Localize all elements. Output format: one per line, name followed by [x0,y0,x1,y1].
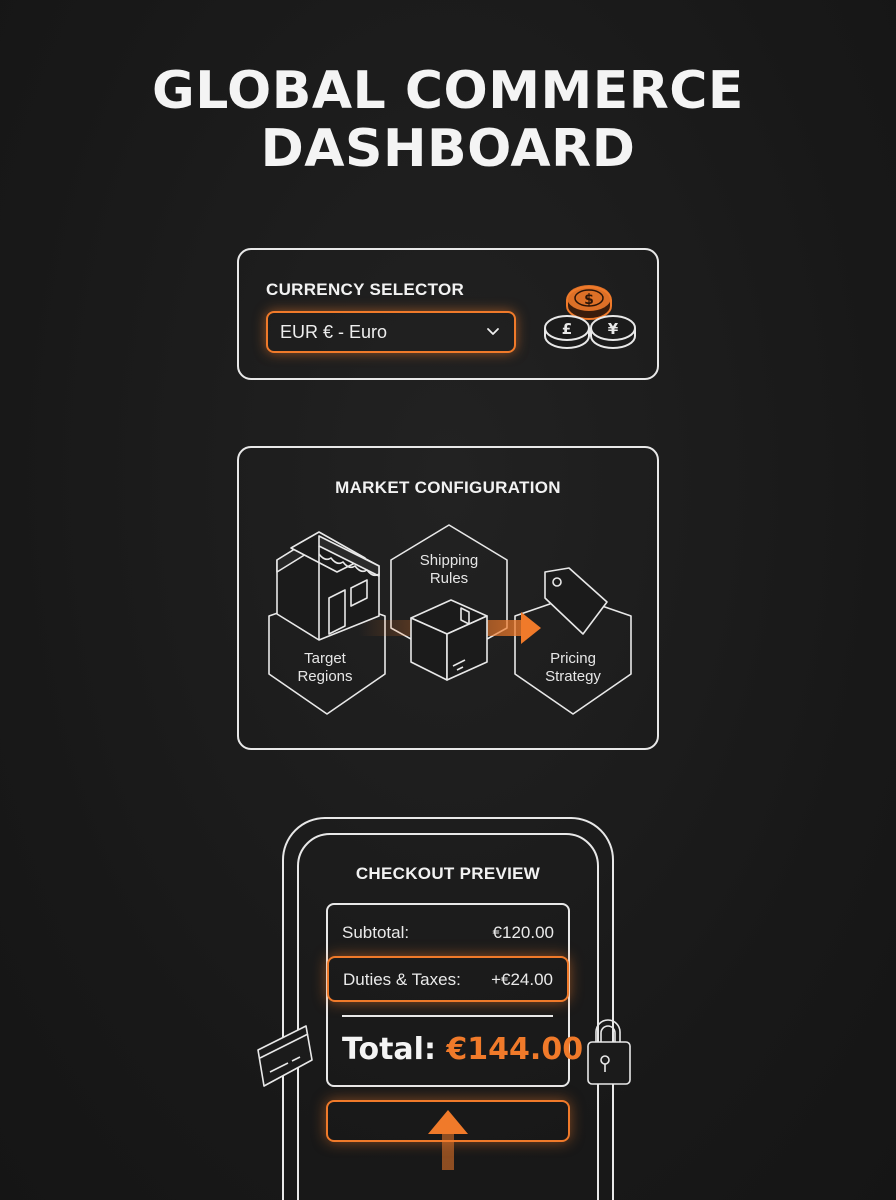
currency-selector-panel: CURRENCY SELECTOR EUR € - Euro $ £ ¥ [237,248,659,380]
market-configuration-label: MARKET CONFIGURATION [335,478,561,497]
duties-taxes-value: +€24.00 [491,970,553,989]
credit-card-icon [257,1025,313,1087]
currency-selected-value: EUR € - Euro [280,321,388,342]
svg-text:¥: ¥ [608,320,619,338]
total-label: Total: [342,1032,436,1067]
page-title: GLOBAL COMMERCE DASHBOARD [0,62,896,178]
price-tag-icon [544,567,608,635]
padlock-icon [587,1019,631,1085]
market-configuration-panel: MARKET CONFIGURATION [237,446,659,750]
package-box-icon [410,599,488,681]
checkout-summary-card: Subtotal: €120.00 [326,903,570,1087]
currency-dropdown[interactable]: EUR € - Euro [266,311,516,353]
pound-coin-icon: £ [544,315,590,349]
chevron-down-icon [487,328,499,335]
coins-icon: $ £ ¥ [544,285,636,349]
page-title-line-2: DASHBOARD [260,119,636,179]
total-row: Total: €144.00 [342,1032,583,1067]
subtotal-label: Subtotal: [342,923,410,942]
target-regions-hexagon [268,595,386,715]
subtotal-row: Subtotal: €120.00 [342,923,554,943]
svg-text:$: $ [584,292,594,308]
checkout-button[interactable] [326,1100,570,1142]
currency-selector-label: CURRENCY SELECTOR [266,280,465,299]
dollar-coin-icon: $ [566,285,612,320]
market-flow-diagram [268,524,632,715]
subtotal-value: €120.00 [492,923,554,942]
yen-coin-icon: ¥ [590,315,636,349]
flow-arrow-head [521,612,541,644]
page-title-line-1: GLOBAL COMMERCE [152,61,744,121]
storefront-icon [276,531,380,641]
pricing-strategy-hexagon [514,595,632,715]
summary-divider [342,1015,553,1017]
arrow-up-icon [428,1110,468,1170]
svg-text:£: £ [562,320,572,338]
total-value: €144.00 [446,1032,584,1067]
duties-taxes-row: Duties & Taxes: +€24.00 [327,956,569,1002]
checkout-preview-label: CHECKOUT PREVIEW [355,864,541,883]
duties-taxes-label: Duties & Taxes: [343,970,461,989]
